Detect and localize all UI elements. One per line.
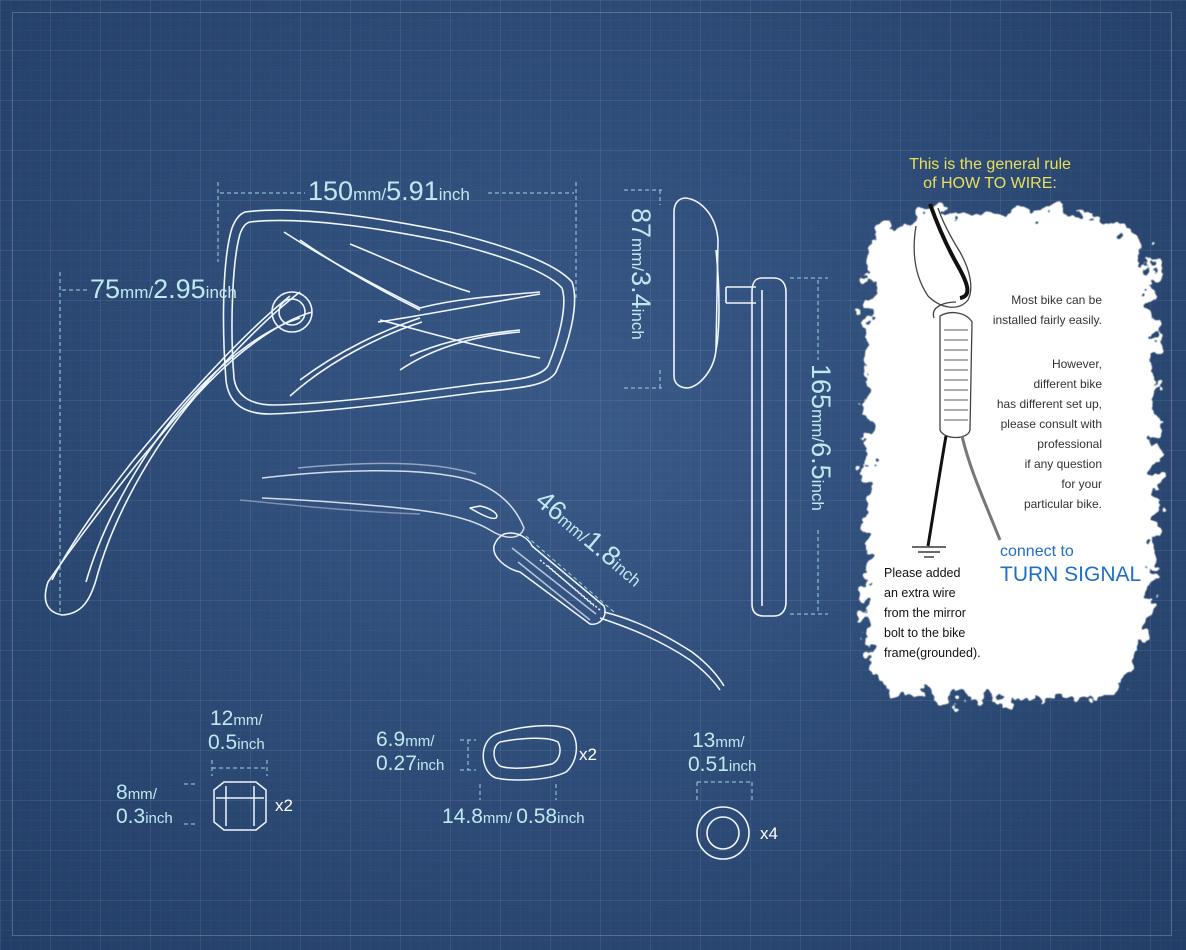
side-height-dimension: 165mm/6.5inch bbox=[806, 364, 836, 511]
connect-to-label: connect to bbox=[1000, 543, 1074, 560]
blueprint-frame bbox=[12, 12, 1172, 936]
wiring-note-easy-install: Most bike can be installed fairly easily… bbox=[992, 293, 1102, 327]
nut-width-dimension-line1: 12mm/ bbox=[210, 707, 263, 730]
wiring-title: This is the general rule of HOW TO WIRE: bbox=[909, 156, 1071, 192]
nut-height-dimension-line2: 0.3inch bbox=[116, 805, 173, 828]
nut-quantity: x2 bbox=[275, 796, 293, 815]
washer-diameter-dimension-line2: 0.51inch bbox=[688, 753, 757, 776]
depth-dimension: 87mm/3.4inch bbox=[626, 208, 656, 340]
washer-diameter-dimension-line1: 13mm/ bbox=[692, 729, 745, 752]
wiring-note-consult: However, different bike has different se… bbox=[996, 357, 1102, 511]
nut-width-dimension-line2: 0.5inch bbox=[208, 731, 265, 754]
arm-height-dimension: 75mm/2.95inch bbox=[90, 274, 237, 304]
spacer-quantity: x2 bbox=[579, 745, 597, 764]
spacer-thickness-dimension-line2: 0.27inch bbox=[376, 752, 445, 775]
turn-signal-label: TURN SIGNAL bbox=[1000, 563, 1142, 586]
width-dimension: 150mm/5.91inch bbox=[308, 176, 470, 206]
spacer-length-dimension: 14.8mm/ 0.58inch bbox=[442, 805, 585, 828]
spacer-thickness-dimension-line1: 6.9mm/ bbox=[376, 728, 435, 751]
nut-height-dimension-line1: 8mm/ bbox=[116, 781, 157, 804]
washer-quantity: x4 bbox=[760, 824, 778, 843]
ground-wire-note: Please added an extra wire from the mirr… bbox=[884, 566, 981, 660]
